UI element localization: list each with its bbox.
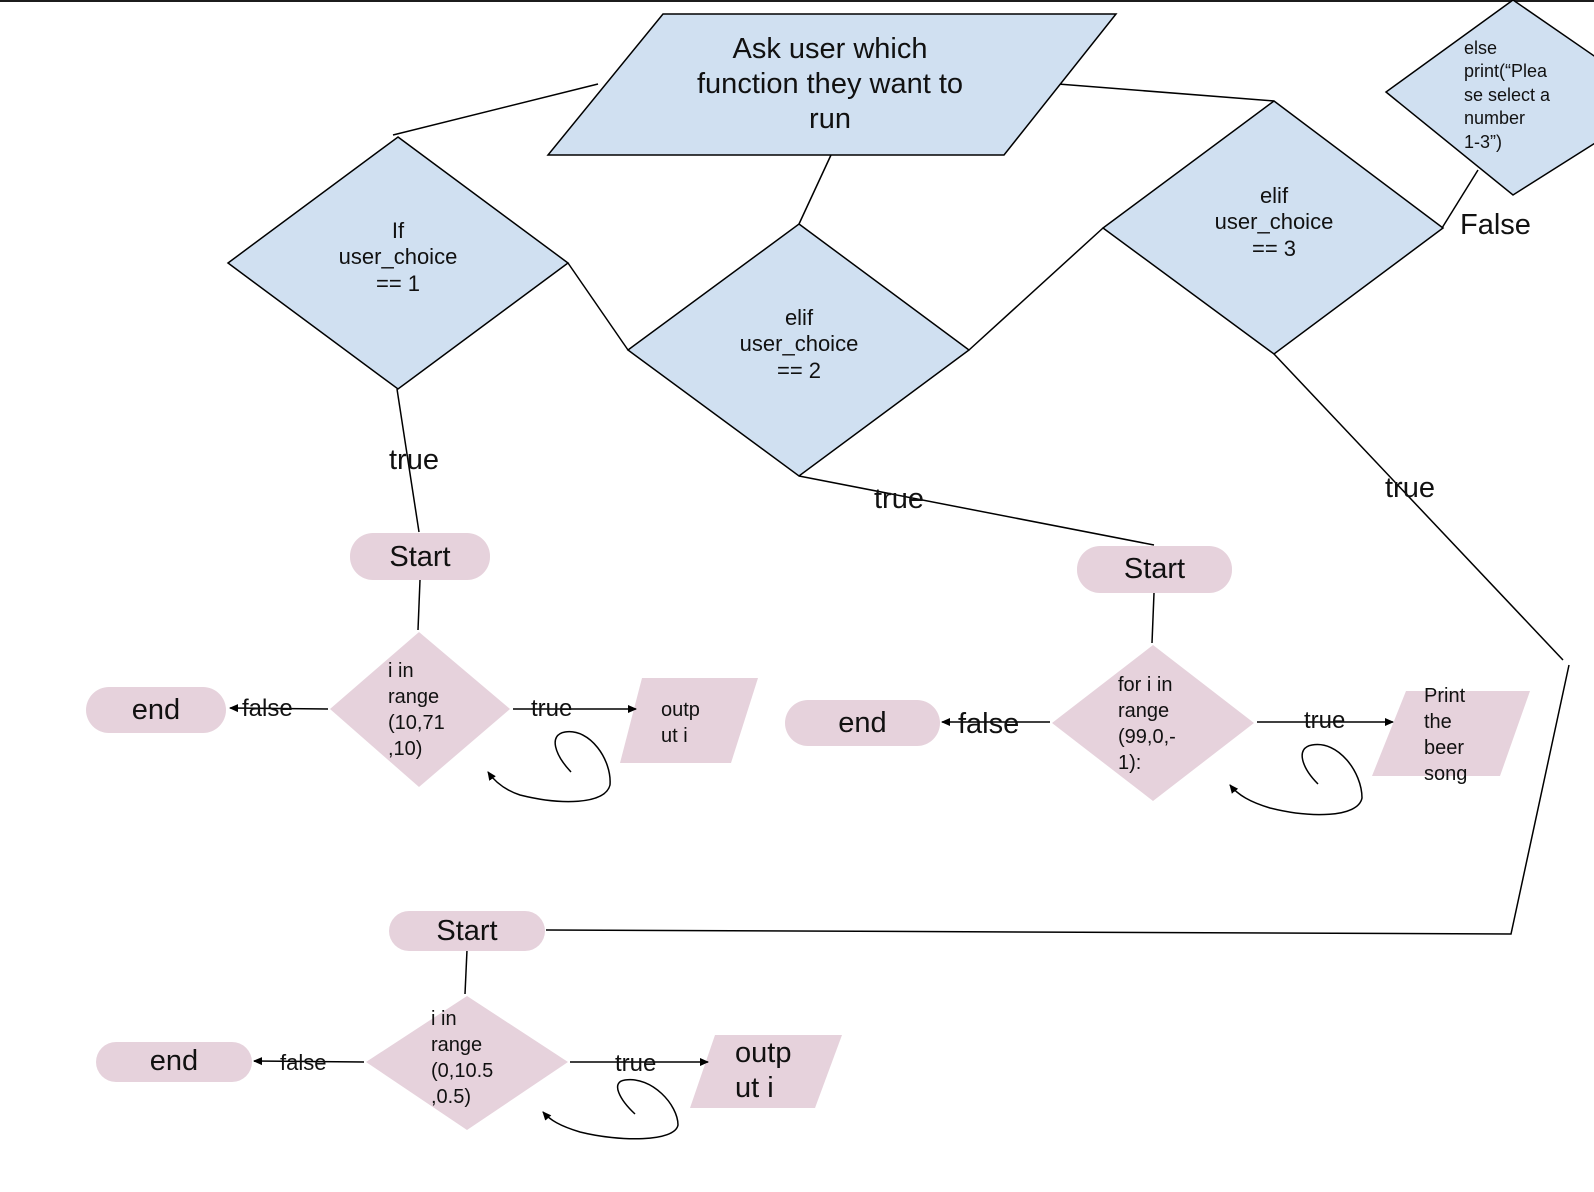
connector-ask-to-elif2 (798, 154, 832, 225)
branch3-end-label: end (149, 1045, 199, 1077)
branch3-start-terminal[interactable] (389, 911, 545, 951)
connector-start2-loop2 (1151, 592, 1155, 644)
connector-elif3-to-else (1441, 169, 1479, 229)
branch3-loop-back-arrow (542, 1078, 679, 1140)
branch3-output-shape[interactable] (690, 1035, 842, 1108)
branch1-false-arrow (229, 704, 329, 713)
else-print-label: else print(“Plea se select a number 1-3”… (1464, 38, 1551, 152)
branch1-loop-label: i in range (10,71 ,10) (388, 660, 445, 760)
connector-ask-to-if1 (392, 83, 599, 136)
connector-elif3-true (1273, 353, 1564, 661)
connector-if1-true (396, 388, 420, 533)
branch3-loop-decision[interactable] (366, 996, 568, 1130)
branch2-output-shape[interactable] (1372, 691, 1530, 776)
branch2-output-label: Print the beer song (1424, 685, 1468, 785)
branch2-true-label: true (1304, 707, 1346, 734)
if-choice-1-decision[interactable] (226, 136, 570, 390)
branch3-false-arrow (253, 1057, 365, 1066)
else-false-label: False (1460, 209, 1531, 241)
branch2-end-label: end (838, 707, 887, 739)
branch1-true-label: true (531, 695, 573, 722)
branch3-start-label: Start (436, 915, 498, 947)
branch1-end-terminal[interactable] (86, 687, 226, 733)
branch2-false-label: false (958, 708, 1020, 740)
connector-ask-to-elif3 (1057, 83, 1275, 102)
branch1-start-label: Start (389, 541, 451, 573)
branch3-loop-label: i in range (0,10.5 ,0.5) (431, 1008, 494, 1108)
elif-choice-3-label: elif user_choice == 3 (1214, 183, 1334, 261)
choice2-true-label: true (874, 483, 924, 515)
branch1-output-shape[interactable] (620, 678, 758, 763)
branch2-loop-back-arrow (1229, 743, 1363, 816)
elif-choice-3-decision[interactable] (1101, 100, 1445, 355)
branch1-loop-back-arrow (487, 731, 611, 803)
branch3-output-label: outp ut i (735, 1037, 792, 1104)
choice1-true-label: true (389, 444, 439, 476)
branch1-output-label: outp ut i (661, 699, 700, 747)
elif-choice-2-label: elif user_choice == 2 (739, 305, 859, 383)
branch3-false-label: false (280, 1050, 327, 1075)
connector-if1-to-elif2 (567, 262, 629, 351)
connector-elif3-to-start3 (545, 664, 1570, 935)
branch2-start-label: Start (1123, 553, 1186, 585)
branch3-true-label: true (615, 1050, 657, 1077)
elif-choice-2-decision[interactable] (626, 223, 971, 477)
connector-elif2-to-elif3 (968, 227, 1104, 351)
branch1-start-terminal[interactable] (350, 533, 490, 580)
window-top-border (0, 0, 1594, 2)
branch2-start-terminal[interactable] (1077, 546, 1232, 593)
connector-start1-loop1 (417, 579, 421, 631)
connector-start3-loop3 (464, 949, 468, 995)
branch1-loop-decision[interactable] (330, 632, 510, 787)
branch1-false-label: false (242, 695, 293, 722)
branch3-end-terminal[interactable] (96, 1042, 252, 1082)
branch2-loop-label: for i in range (99,0,- 1): (1118, 674, 1176, 774)
branch1-end-label: end (131, 694, 181, 726)
branch2-end-terminal[interactable] (785, 700, 940, 746)
ask-user-input-shape[interactable] (546, 13, 1118, 156)
ask-user-label: Ask user which function they want to run (697, 33, 963, 135)
if-choice-1-label: If user_choice == 1 (338, 218, 458, 296)
connector-elif2-true (798, 475, 1155, 546)
else-print-decision[interactable] (1384, 0, 1594, 196)
branch2-loop-decision[interactable] (1052, 645, 1254, 801)
choice3-true-label: true (1385, 472, 1435, 504)
